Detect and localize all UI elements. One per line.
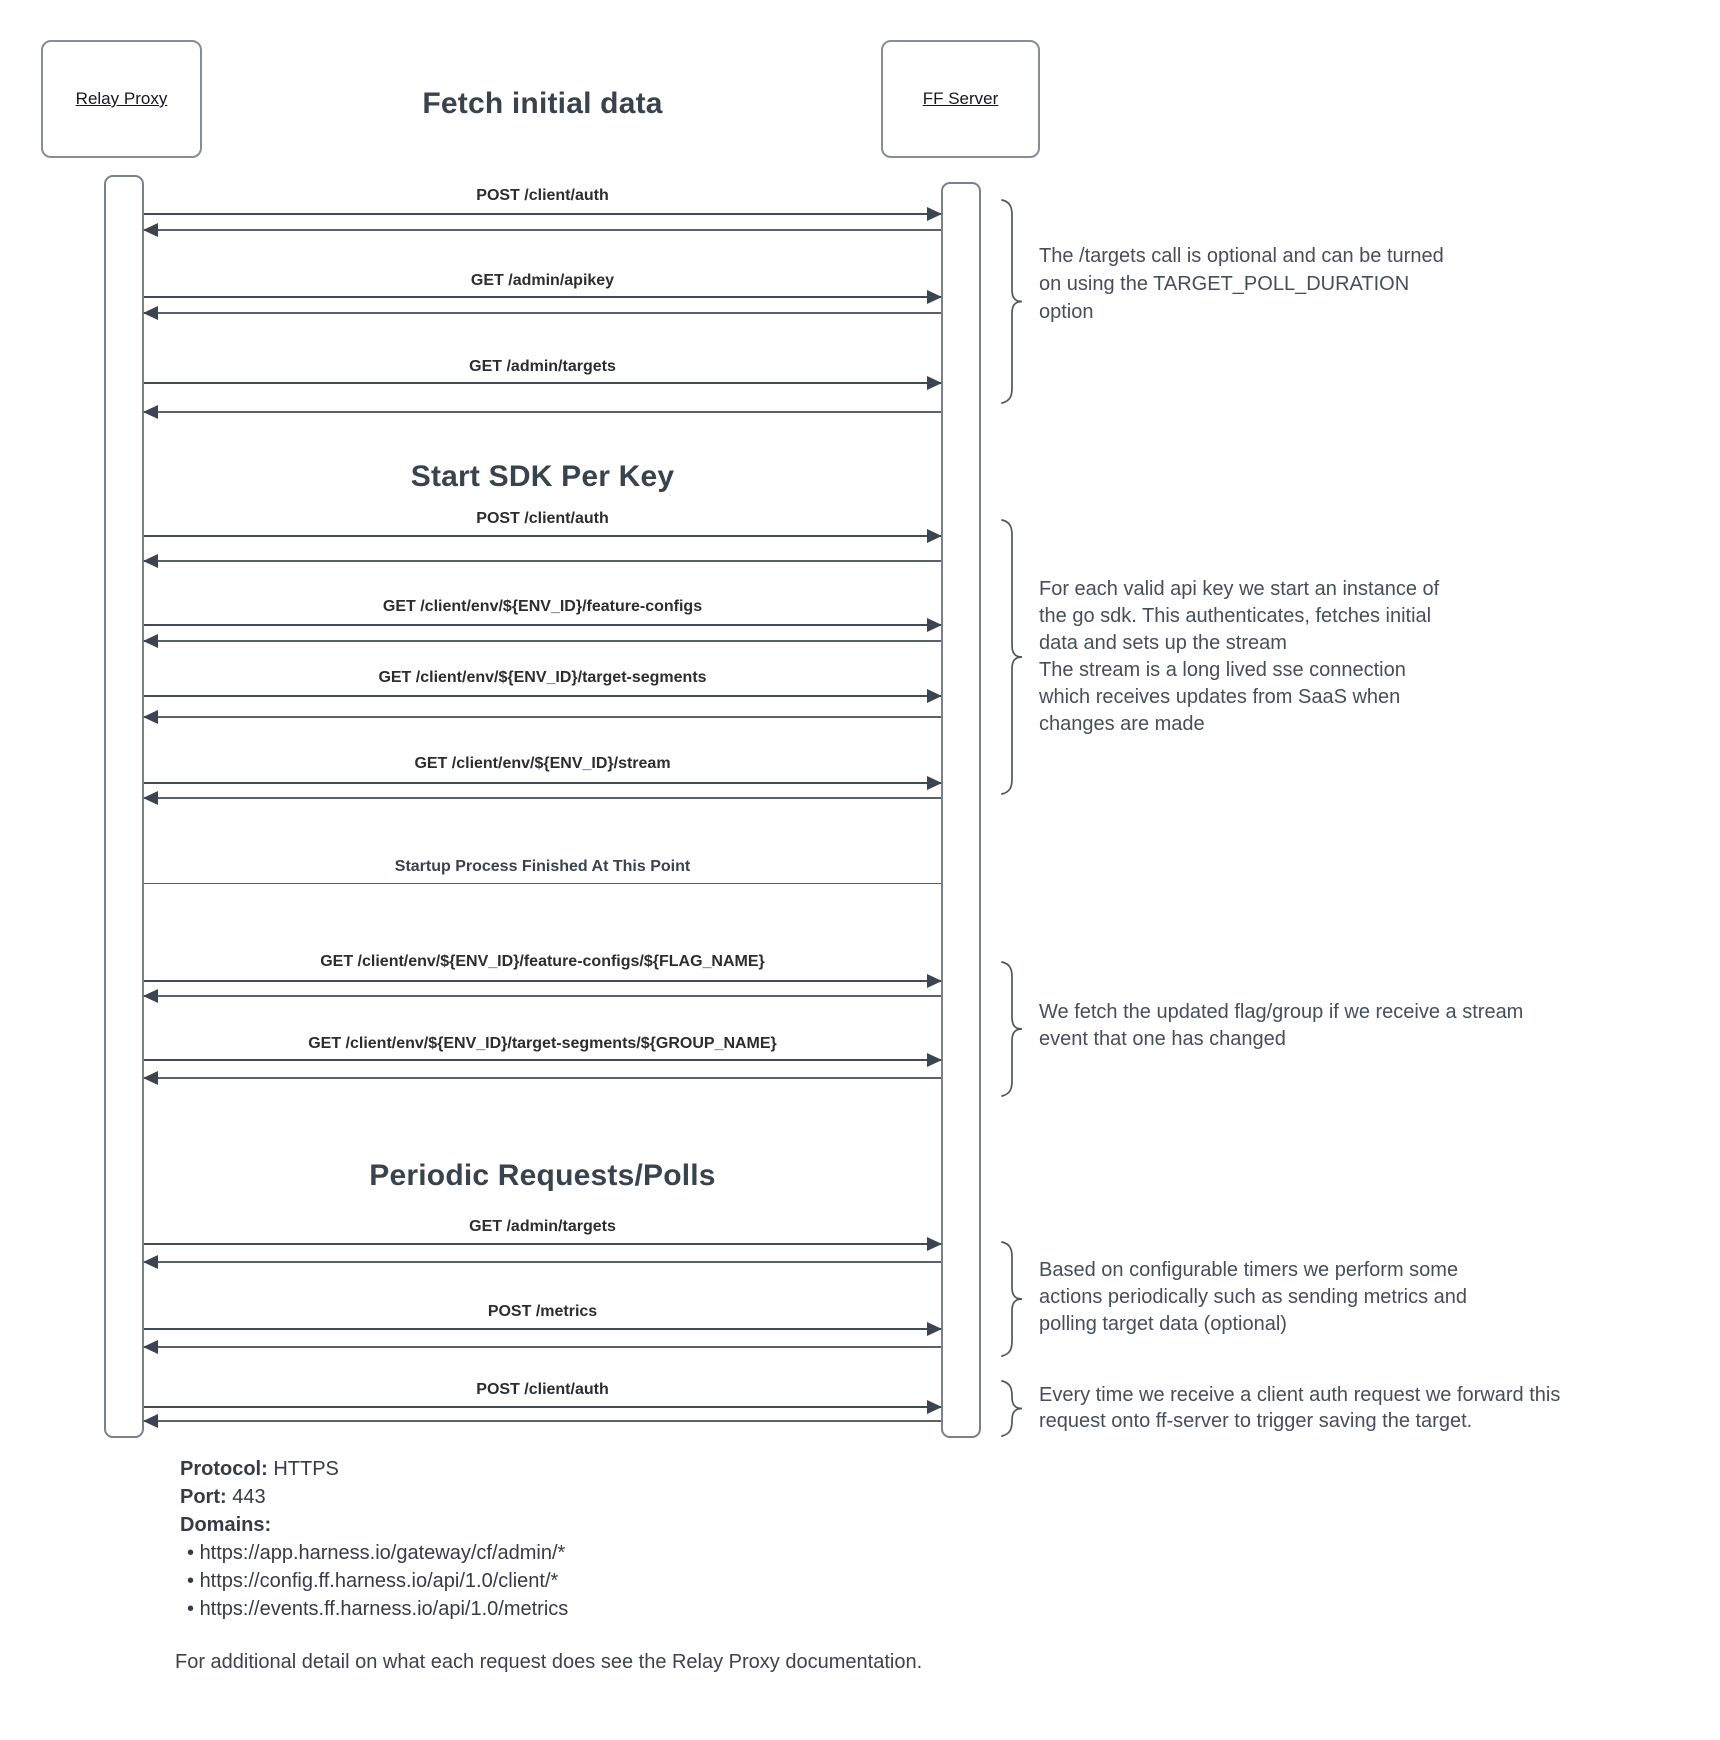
response-arrow xyxy=(143,1340,941,1354)
lifeline-bar-ff-server xyxy=(941,182,981,1438)
request-arrow xyxy=(144,974,942,988)
section-title-start-sdk-per-key: Start SDK Per Key xyxy=(410,460,675,493)
message-label: GET /client/env/${ENV_ID}/target-segment… xyxy=(308,1035,777,1052)
lifeline-bar-relay-proxy xyxy=(104,175,144,1438)
port-row: Port: 443 xyxy=(180,1483,568,1511)
annotation-text: We fetch the updated flag/group if we re… xyxy=(1039,999,1659,1053)
domains-label: Domains: xyxy=(180,1514,272,1536)
annotation-line: We fetch the updated flag/group if we re… xyxy=(1039,1001,1524,1023)
request-arrow xyxy=(144,376,942,390)
annotation-line: request onto ff-server to trigger saving… xyxy=(1039,1410,1473,1432)
response-arrow xyxy=(143,405,941,419)
connection-info: Protocol: HTTPS Port: 443 Domains: https… xyxy=(180,1455,568,1623)
domain-item: https://app.harness.io/gateway/cf/admin/… xyxy=(180,1539,568,1567)
domain-item: https://events.ff.harness.io/api/1.0/met… xyxy=(180,1595,569,1623)
footer-note: For additional detail on what each reque… xyxy=(175,1651,923,1673)
response-arrow xyxy=(143,634,941,648)
port-label: Port: xyxy=(180,1486,227,1508)
domain-item: https://config.ff.harness.io/api/1.0/cli… xyxy=(180,1567,568,1595)
annotation-text: Based on configurable timers we perform … xyxy=(1039,1257,1659,1338)
startup-separator-line xyxy=(144,883,941,884)
annotation-line: Based on configurable timers we perform … xyxy=(1039,1259,1459,1281)
response-arrow xyxy=(143,1414,941,1428)
message-label: GET /client/env/${ENV_ID}/target-segment… xyxy=(378,669,707,686)
annotation-line: changes are made xyxy=(1039,713,1205,735)
domain-list: https://app.harness.io/gateway/cf/admin/… xyxy=(180,1539,569,1623)
curly-brace xyxy=(1001,519,1023,795)
message-label: GET /admin/targets xyxy=(469,358,616,375)
response-arrow xyxy=(143,710,941,724)
actor-label-relay-proxy: Relay Proxy xyxy=(75,89,168,108)
response-arrow xyxy=(143,223,941,237)
message-label: POST /metrics xyxy=(487,1303,598,1320)
annotation-line: option xyxy=(1039,301,1094,323)
message-label: POST /client/auth xyxy=(476,510,609,527)
actor-box-relay-proxy: Relay Proxy xyxy=(41,40,202,158)
request-arrow xyxy=(144,207,942,221)
annotation-text: The /targets call is optional and can be… xyxy=(1039,242,1659,326)
protocol-label: Protocol: xyxy=(180,1458,268,1480)
request-arrow xyxy=(144,290,942,304)
section-title-fetch-initial-data: Fetch initial data xyxy=(422,87,663,120)
request-arrow xyxy=(144,689,942,703)
response-arrow xyxy=(143,989,941,1003)
actor-box-ff-server: FF Server xyxy=(881,40,1040,158)
message-label: GET /client/env/${ENV_ID}/feature-config… xyxy=(382,598,703,615)
annotation-line: which receives updates from SaaS when xyxy=(1039,686,1401,708)
message-label: POST /client/auth xyxy=(476,1381,609,1398)
message-label: GET /admin/targets xyxy=(469,1218,616,1235)
response-arrow xyxy=(143,554,941,568)
curly-brace xyxy=(1001,961,1023,1097)
actor-label-ff-server: FF Server xyxy=(922,89,999,108)
response-arrow xyxy=(143,1255,941,1269)
startup-separator-label: Startup Process Finished At This Point xyxy=(394,858,691,875)
curly-brace xyxy=(1001,1241,1023,1357)
annotation-text: Every time we receive a client auth requ… xyxy=(1039,1382,1659,1434)
request-arrow xyxy=(144,1400,942,1414)
annotation-line: data and sets up the stream xyxy=(1039,632,1287,654)
curly-brace xyxy=(1001,1380,1023,1437)
response-arrow xyxy=(143,1071,941,1085)
request-arrow xyxy=(144,529,942,543)
request-arrow xyxy=(144,1053,942,1067)
message-label: GET /admin/apikey xyxy=(470,272,615,289)
protocol-value: HTTPS xyxy=(273,1458,339,1480)
annotation-line: actions periodically such as sending met… xyxy=(1039,1286,1467,1308)
port-value: 443 xyxy=(232,1486,266,1508)
request-arrow xyxy=(144,776,942,790)
message-label: POST /client/auth xyxy=(476,187,609,204)
response-arrow xyxy=(143,306,941,320)
annotation-line: on using the TARGET_POLL_DURATION xyxy=(1039,273,1410,295)
protocol-row: Protocol: HTTPS xyxy=(180,1455,568,1483)
annotation-line: The /targets call is optional and can be… xyxy=(1039,245,1444,267)
annotation-line: The stream is a long lived sse connectio… xyxy=(1039,659,1406,681)
request-arrow xyxy=(144,1237,942,1251)
request-arrow xyxy=(144,618,942,632)
request-arrow xyxy=(144,1322,942,1336)
annotation-line: event that one has changed xyxy=(1039,1028,1286,1050)
message-label: GET /client/env/${ENV_ID}/feature-config… xyxy=(320,953,765,970)
curly-brace xyxy=(1001,199,1023,404)
message-label: GET /client/env/${ENV_ID}/stream xyxy=(414,755,671,772)
annotation-line: For each valid api key we start an insta… xyxy=(1039,578,1440,600)
annotation-line: Every time we receive a client auth requ… xyxy=(1039,1384,1561,1406)
annotation-line: polling target data (optional) xyxy=(1039,1313,1287,1335)
annotation-text: For each valid api key we start an insta… xyxy=(1039,576,1659,738)
annotation-line: the go sdk. This authenticates, fetches … xyxy=(1039,605,1432,627)
response-arrow xyxy=(143,791,941,805)
section-title-periodic-requests-polls: Periodic Requests/Polls xyxy=(369,1159,716,1192)
